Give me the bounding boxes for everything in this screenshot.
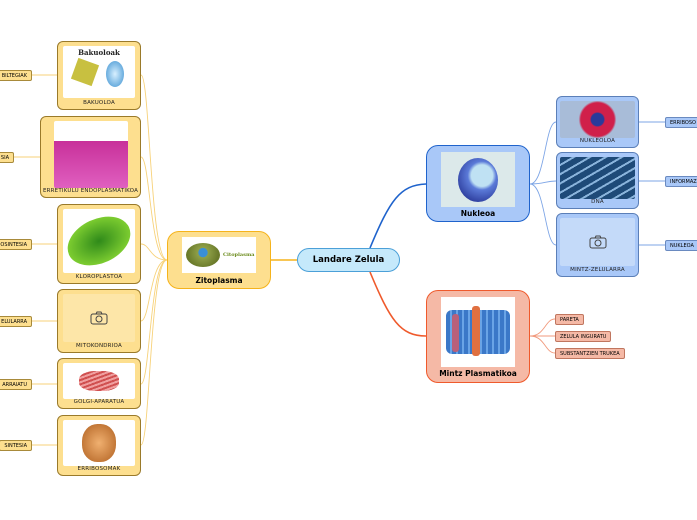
nukleoa-label: Nukleoa bbox=[460, 209, 496, 218]
leaf-substantzien-trukea[interactable]: SUBSTANTZIEN TRUKEA bbox=[555, 348, 625, 359]
mintz-zelularra-label: MINTZ-ZELULARRA bbox=[570, 267, 625, 273]
erribosomak-node[interactable]: ERRIBOSOMAK bbox=[57, 415, 141, 476]
mintz-plasmatikoa-label: Mintz Plasmatikoa bbox=[439, 369, 517, 378]
mitokondrioa-label: MITOKONDRIOA bbox=[76, 343, 122, 349]
root-label: Landare Zelula bbox=[312, 255, 385, 265]
erribosomak-label: ERRIBOSOMAK bbox=[77, 466, 121, 472]
bakuoloa-image: Bakuoloak bbox=[63, 46, 135, 98]
erretikulu-label: ERRETIKULU ENDOPLASMATIKOA bbox=[42, 188, 139, 194]
nukleoloa-label: NUKLEOLOA bbox=[579, 138, 616, 144]
bakuoloa-label: BAKUOLOA bbox=[83, 100, 115, 106]
camera-icon bbox=[90, 311, 108, 325]
leaf-erretikulu[interactable]: SIA bbox=[0, 152, 14, 163]
mintz-plasmatikoa-image bbox=[441, 297, 515, 367]
leaf-pareta[interactable]: PARETA bbox=[555, 314, 584, 325]
dna-label: DNA bbox=[591, 199, 604, 205]
mintz-zelularra-image-placeholder[interactable] bbox=[560, 218, 635, 266]
golgi-image bbox=[63, 363, 135, 399]
mintz-zelularra-node[interactable]: MINTZ-ZELULARRA bbox=[556, 213, 639, 277]
leaf-erribosomak[interactable]: SINTESIA bbox=[0, 440, 32, 451]
mitokondrioa-node[interactable]: MITOKONDRIOA bbox=[57, 289, 141, 353]
nukleoa-node[interactable]: Nukleoa bbox=[426, 145, 530, 222]
leaf-mitokondrioa[interactable]: ELULARRA bbox=[0, 316, 32, 327]
camera-icon bbox=[589, 235, 606, 249]
kloroplastoa-image bbox=[59, 207, 139, 275]
golgi-label: GOLGI-APARATUA bbox=[73, 399, 125, 405]
mintz-plasmatikoa-node[interactable]: Mintz Plasmatikoa bbox=[426, 290, 530, 383]
bakuoloa-node[interactable]: Bakuoloak BAKUOLOA bbox=[57, 41, 141, 110]
zitoplasma-image: Citoplasma bbox=[182, 237, 256, 273]
leaf-nukleoloa[interactable]: ERRIBOSO bbox=[665, 117, 697, 128]
kloroplastoa-label: KLOROPLASTOA bbox=[75, 274, 123, 280]
leaf-mintz-zelularra[interactable]: NUKLEOA bbox=[665, 240, 697, 251]
nukleoloa-image bbox=[560, 101, 635, 138]
leaf-kloroplastoa[interactable]: OSINTESIA bbox=[0, 239, 32, 250]
kloroplastoa-node[interactable]: KLOROPLASTOA bbox=[57, 204, 141, 284]
erribosomak-image bbox=[63, 420, 135, 466]
erretikulu-node[interactable]: ERRETIKULU ENDOPLASMATIKOA bbox=[40, 116, 141, 198]
dna-node[interactable]: DNA bbox=[556, 152, 639, 209]
erretikulu-image bbox=[53, 121, 128, 188]
zitoplasma-label: Zitoplasma bbox=[195, 276, 243, 285]
zitoplasma-node[interactable]: Citoplasma Zitoplasma bbox=[167, 231, 271, 289]
golgi-node[interactable]: GOLGI-APARATUA bbox=[57, 358, 141, 409]
leaf-golgi[interactable]: ARRAIATU bbox=[0, 379, 32, 390]
root-node[interactable]: Landare Zelula bbox=[297, 248, 400, 272]
nukleoloa-node[interactable]: NUKLEOLOA bbox=[556, 96, 639, 148]
mitokondrioa-image-placeholder[interactable] bbox=[63, 294, 135, 342]
leaf-dna[interactable]: INFORMAZ bbox=[665, 176, 697, 187]
leaf-bakuoloa[interactable]: BILTEGIAK bbox=[0, 70, 32, 81]
nukleoa-image bbox=[441, 152, 515, 207]
dna-image bbox=[560, 157, 635, 199]
leaf-zelula-inguratu[interactable]: ZELULA INGURATU bbox=[555, 331, 612, 342]
